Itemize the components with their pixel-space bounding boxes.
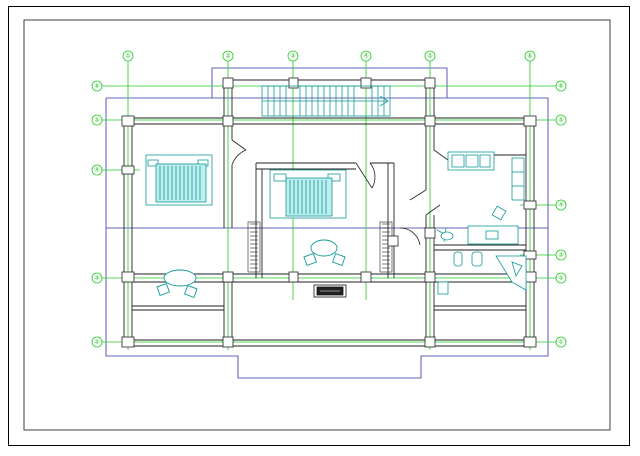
grid-bubble-top-6-label: ⑥ [527, 53, 532, 60]
grid-bubble-right-2-label: ⑤ [558, 117, 563, 124]
table-chairs-icon [303, 239, 346, 266]
fireplace-icon [313, 284, 347, 298]
stair-icon [261, 85, 391, 117]
drawing-sheet-border [8, 6, 630, 446]
corner-posts [387, 227, 436, 247]
roof-outline [105, 67, 549, 379]
grid-bubble-right-4-label: ③ [558, 252, 563, 259]
grid-bubble-top-4 [360, 50, 372, 62]
grid-bubble-top-2-label: ② [225, 53, 231, 60]
grid-bubble-left-4-label: ③ [94, 275, 99, 282]
wardrobe-icon [247, 221, 393, 273]
grid-bubble-top-5-label: ⑤ [427, 53, 432, 60]
grid-bubble-top-6 [524, 50, 536, 62]
grid-bubble-right-6-label: ① [558, 339, 563, 346]
bed-icon [145, 154, 213, 206]
grid-bubble-left-2-label: ⑤ [94, 117, 99, 124]
grid-bubble-right-1-label: ⑥ [558, 83, 563, 90]
grid-bubble-top-5 [424, 50, 436, 62]
grid-bubbles-left: ⑥ ⑤ ④ ③ ② [91, 80, 103, 348]
bed-icon [269, 169, 347, 219]
wall-posts [121, 77, 537, 348]
grid-bubble-top-1-label: ① [125, 53, 130, 60]
grid-bubble-left-5-label: ② [94, 339, 100, 346]
grid-bubble-left-1-label: ⑥ [94, 83, 99, 90]
grid-bubble-top-3 [287, 50, 299, 62]
doors [231, 139, 449, 246]
sofa-icon [447, 151, 525, 201]
grid-bubble-right-3-label: ④ [558, 202, 563, 209]
grid-bubble-top-2 [222, 50, 234, 62]
grid-bubbles-top: ① ② ③ ④ ⑤ ⑥ [122, 50, 536, 62]
grid-bubble-top-1 [122, 50, 134, 62]
bathroom-fixtures-icon [436, 205, 527, 295]
grid-bubbles-right: ⑥ ⑤ ④ ③ ② ① [555, 80, 567, 348]
sheet-inner-border [23, 19, 611, 431]
grid-bubble-top-4-label: ④ [363, 53, 368, 60]
table-chairs-icon [156, 269, 198, 298]
grid-bubble-top-3-label: ③ [290, 53, 295, 60]
grid-bubble-left-3-label: ④ [94, 167, 99, 174]
grid-bubble-right-5-label: ② [558, 275, 564, 282]
